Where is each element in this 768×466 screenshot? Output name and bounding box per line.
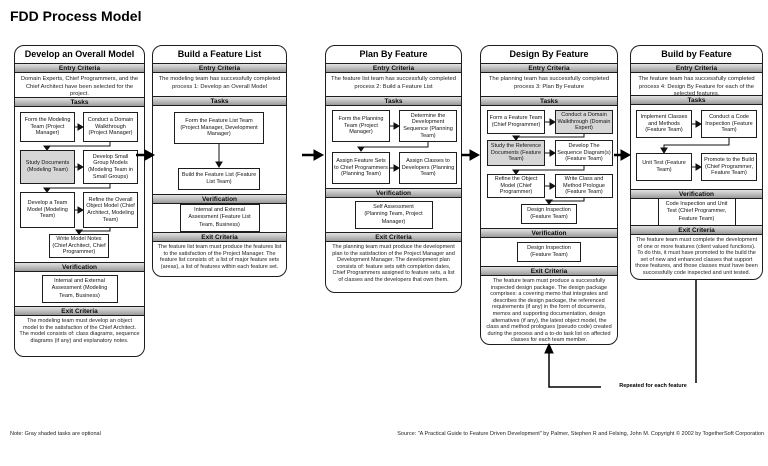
panel-plan-by-feature: Plan By Feature Entry Criteria The featu… bbox=[325, 45, 462, 293]
verification-area: Code Inspection and Unit Test (Chief Pro… bbox=[631, 198, 762, 226]
entry-criteria-text: The modeling team has successfully compl… bbox=[158, 76, 281, 90]
entry-criteria-bar: Entry Criteria bbox=[153, 63, 286, 73]
entry-criteria-bar: Entry Criteria bbox=[481, 63, 617, 73]
task-box-develop-small-group-models: Develop Small Group Models (Modeling Tea… bbox=[83, 150, 138, 184]
tasks-area: Form the Feature List Team (Project Mana… bbox=[153, 106, 286, 194]
tasks-bar: Tasks bbox=[631, 95, 762, 105]
verification-bar: Verification bbox=[481, 228, 617, 238]
exit-criteria-bar: Exit Criteria bbox=[153, 232, 286, 242]
entry-criteria-text: The feature list team has successfully c… bbox=[330, 76, 456, 90]
tasks-area: Implement Classes and Methods (Feature T… bbox=[631, 105, 762, 189]
entry-criteria-bar: Entry Criteria bbox=[631, 63, 762, 73]
panel-title: Build a Feature List bbox=[177, 49, 262, 59]
verification-area: Self Assessment (Planning Team, Project … bbox=[326, 198, 461, 232]
verification-area: Internal and External Assessment (Modeli… bbox=[15, 272, 144, 306]
exit-criteria-text: The feature list team must produce the f… bbox=[157, 244, 282, 270]
task-box-write-model-notes: Write Model Notes (Chief Architect, Chie… bbox=[49, 234, 109, 258]
panel-title: Design By Feature bbox=[509, 49, 589, 59]
entry-criteria-text: Domain Experts, Chief Programmers, and t… bbox=[20, 76, 139, 98]
task-box-develop-sequence-diagrams: Develop The Sequence Diagram(s) (Feature… bbox=[555, 140, 613, 166]
task-connectors bbox=[215, 144, 223, 168]
task-box-refine-overall-object-model: Refine the Overall Object Model (Chief A… bbox=[83, 192, 138, 228]
tasks-area: Form the Planning Team (Project Manager)… bbox=[326, 106, 461, 188]
verification-box: Code Inspection and Unit Test (Chief Pro… bbox=[657, 198, 736, 226]
panel-title: Build by Feature bbox=[661, 49, 732, 59]
task-connectors bbox=[357, 122, 429, 172]
entry-criteria-bar: Entry Criteria bbox=[15, 63, 144, 73]
task-box-develop-team-model: Develop a Team Model (Modeling Team) bbox=[20, 192, 75, 228]
task-box-study-documents: Study Documents (Modeling Team) bbox=[20, 150, 75, 184]
task-box-conduct-domain-walkthrough: Conduct a Domain Walkthrough (Domain Exp… bbox=[555, 110, 613, 134]
exit-criteria-bar: Exit Criteria bbox=[326, 232, 461, 242]
task-box-form-modeling-team: Form the Modeling Team (Project Manager) bbox=[20, 112, 75, 142]
entry-criteria-bar: Entry Criteria bbox=[326, 63, 461, 73]
task-box-write-class-method-prologue: Write Class and Method Prologue (Feature… bbox=[555, 174, 613, 198]
task-box-form-feature-list-team: Form the Feature List Team (Project Mana… bbox=[174, 112, 264, 144]
verification-area: Internal and External Assessment (Featur… bbox=[153, 204, 286, 232]
task-box-implement-classes-and-methods: Implement Classes and Methods (Feature T… bbox=[636, 110, 692, 138]
tasks-bar: Tasks bbox=[481, 96, 617, 106]
tasks-bar: Tasks bbox=[15, 97, 144, 107]
verification-box: Internal and External Assessment (Modeli… bbox=[41, 275, 118, 303]
footer-note: Note: Gray shaded tasks are optional bbox=[10, 431, 101, 437]
repeated-for-each-feature-label: Repeated for each feature bbox=[601, 383, 705, 389]
exit-criteria-bar: Exit Criteria bbox=[481, 266, 617, 276]
task-connectors bbox=[512, 118, 585, 205]
entry-criteria-text: The feature team has successfully comple… bbox=[638, 76, 755, 98]
task-box-build-the-feature-list: Build the Feature List (Feature List Tea… bbox=[178, 168, 260, 190]
footer-source: Source: "A Practical Guide to Feature Dr… bbox=[397, 431, 764, 437]
page-title: FDD Process Model bbox=[10, 8, 142, 24]
task-box-conduct-code-inspection: Conduct a Code Inspection (Feature Team) bbox=[701, 110, 757, 138]
tasks-bar: Tasks bbox=[326, 96, 461, 106]
panel-design-by-feature: Design By Feature Entry Criteria The pla… bbox=[480, 45, 618, 345]
task-box-unit-test: Unit Test (Feature Team) bbox=[636, 153, 692, 181]
exit-criteria-bar: Exit Criteria bbox=[631, 225, 762, 235]
verification-box: Internal and External Assessment (Featur… bbox=[179, 204, 260, 232]
exit-criteria-text: The planning team must produce the devel… bbox=[332, 244, 455, 283]
tasks-area: Form a Feature Team (Chief Programmer) C… bbox=[481, 106, 617, 228]
task-connectors bbox=[660, 120, 730, 171]
verification-area: Design Inspection (Feature Team) bbox=[481, 238, 617, 266]
panel-title: Develop an Overall Model bbox=[24, 49, 135, 59]
tasks-bar: Tasks bbox=[153, 96, 286, 106]
panel-build-by-feature: Build by Feature Entry Criteria The feat… bbox=[630, 45, 763, 280]
panel-develop-an-overall-model: Develop an Overall Model Entry Criteria … bbox=[14, 45, 145, 357]
task-box-assign-feature-sets: Assign Feature Sets to Chief Programmers… bbox=[332, 152, 390, 184]
exit-criteria-text: The feature team must complete the devel… bbox=[635, 237, 758, 276]
entry-criteria-text: The planning team has successfully compl… bbox=[488, 76, 610, 90]
task-box-promote-to-the-build: Promote to the Build (Chief Programmer, … bbox=[701, 153, 757, 181]
exit-criteria-text: The feature team must produce a successf… bbox=[486, 278, 612, 344]
verification-bar: Verification bbox=[153, 194, 286, 204]
verification-box: Self Assessment (Planning Team, Project … bbox=[354, 201, 433, 229]
task-box-refine-object-model: Refine the Object Model (Chief Programme… bbox=[487, 174, 545, 198]
task-box-assign-classes-to-developers: Assign Classes to Developers (Planning T… bbox=[399, 152, 457, 184]
task-box-determine-development-sequence: Determine the Development Sequence (Plan… bbox=[399, 110, 457, 142]
panel-title: Plan By Feature bbox=[359, 49, 428, 59]
task-box-study-reference-documents: Study the Reference Documents (Feature T… bbox=[487, 140, 545, 166]
task-connectors bbox=[43, 123, 111, 235]
tasks-area: Form the Modeling Team (Project Manager)… bbox=[15, 107, 144, 262]
arrow-process-3-to-4 bbox=[461, 149, 481, 161]
exit-criteria-text: The modeling team must develop an object… bbox=[19, 318, 140, 344]
arrow-process-2-to-3 bbox=[302, 149, 325, 161]
verification-bar: Verification bbox=[326, 188, 461, 198]
verification-box: Design Inspection (Feature Team) bbox=[517, 241, 581, 263]
verification-bar: Verification bbox=[15, 262, 144, 272]
panel-build-a-feature-list: Build a Feature List Entry Criteria The … bbox=[152, 45, 287, 277]
task-box-form-planning-team: Form the Planning Team (Project Manager) bbox=[332, 110, 390, 142]
task-box-conduct-domain-walkthrough: Conduct a Domain Walkthrough (Project Ma… bbox=[83, 112, 138, 142]
task-box-form-a-feature-team: Form a Feature Team (Chief Programmer) bbox=[487, 110, 545, 134]
task-box-design-inspection: Design Inspection (Feature Team) bbox=[521, 204, 577, 224]
exit-criteria-bar: Exit Criteria bbox=[15, 306, 144, 316]
